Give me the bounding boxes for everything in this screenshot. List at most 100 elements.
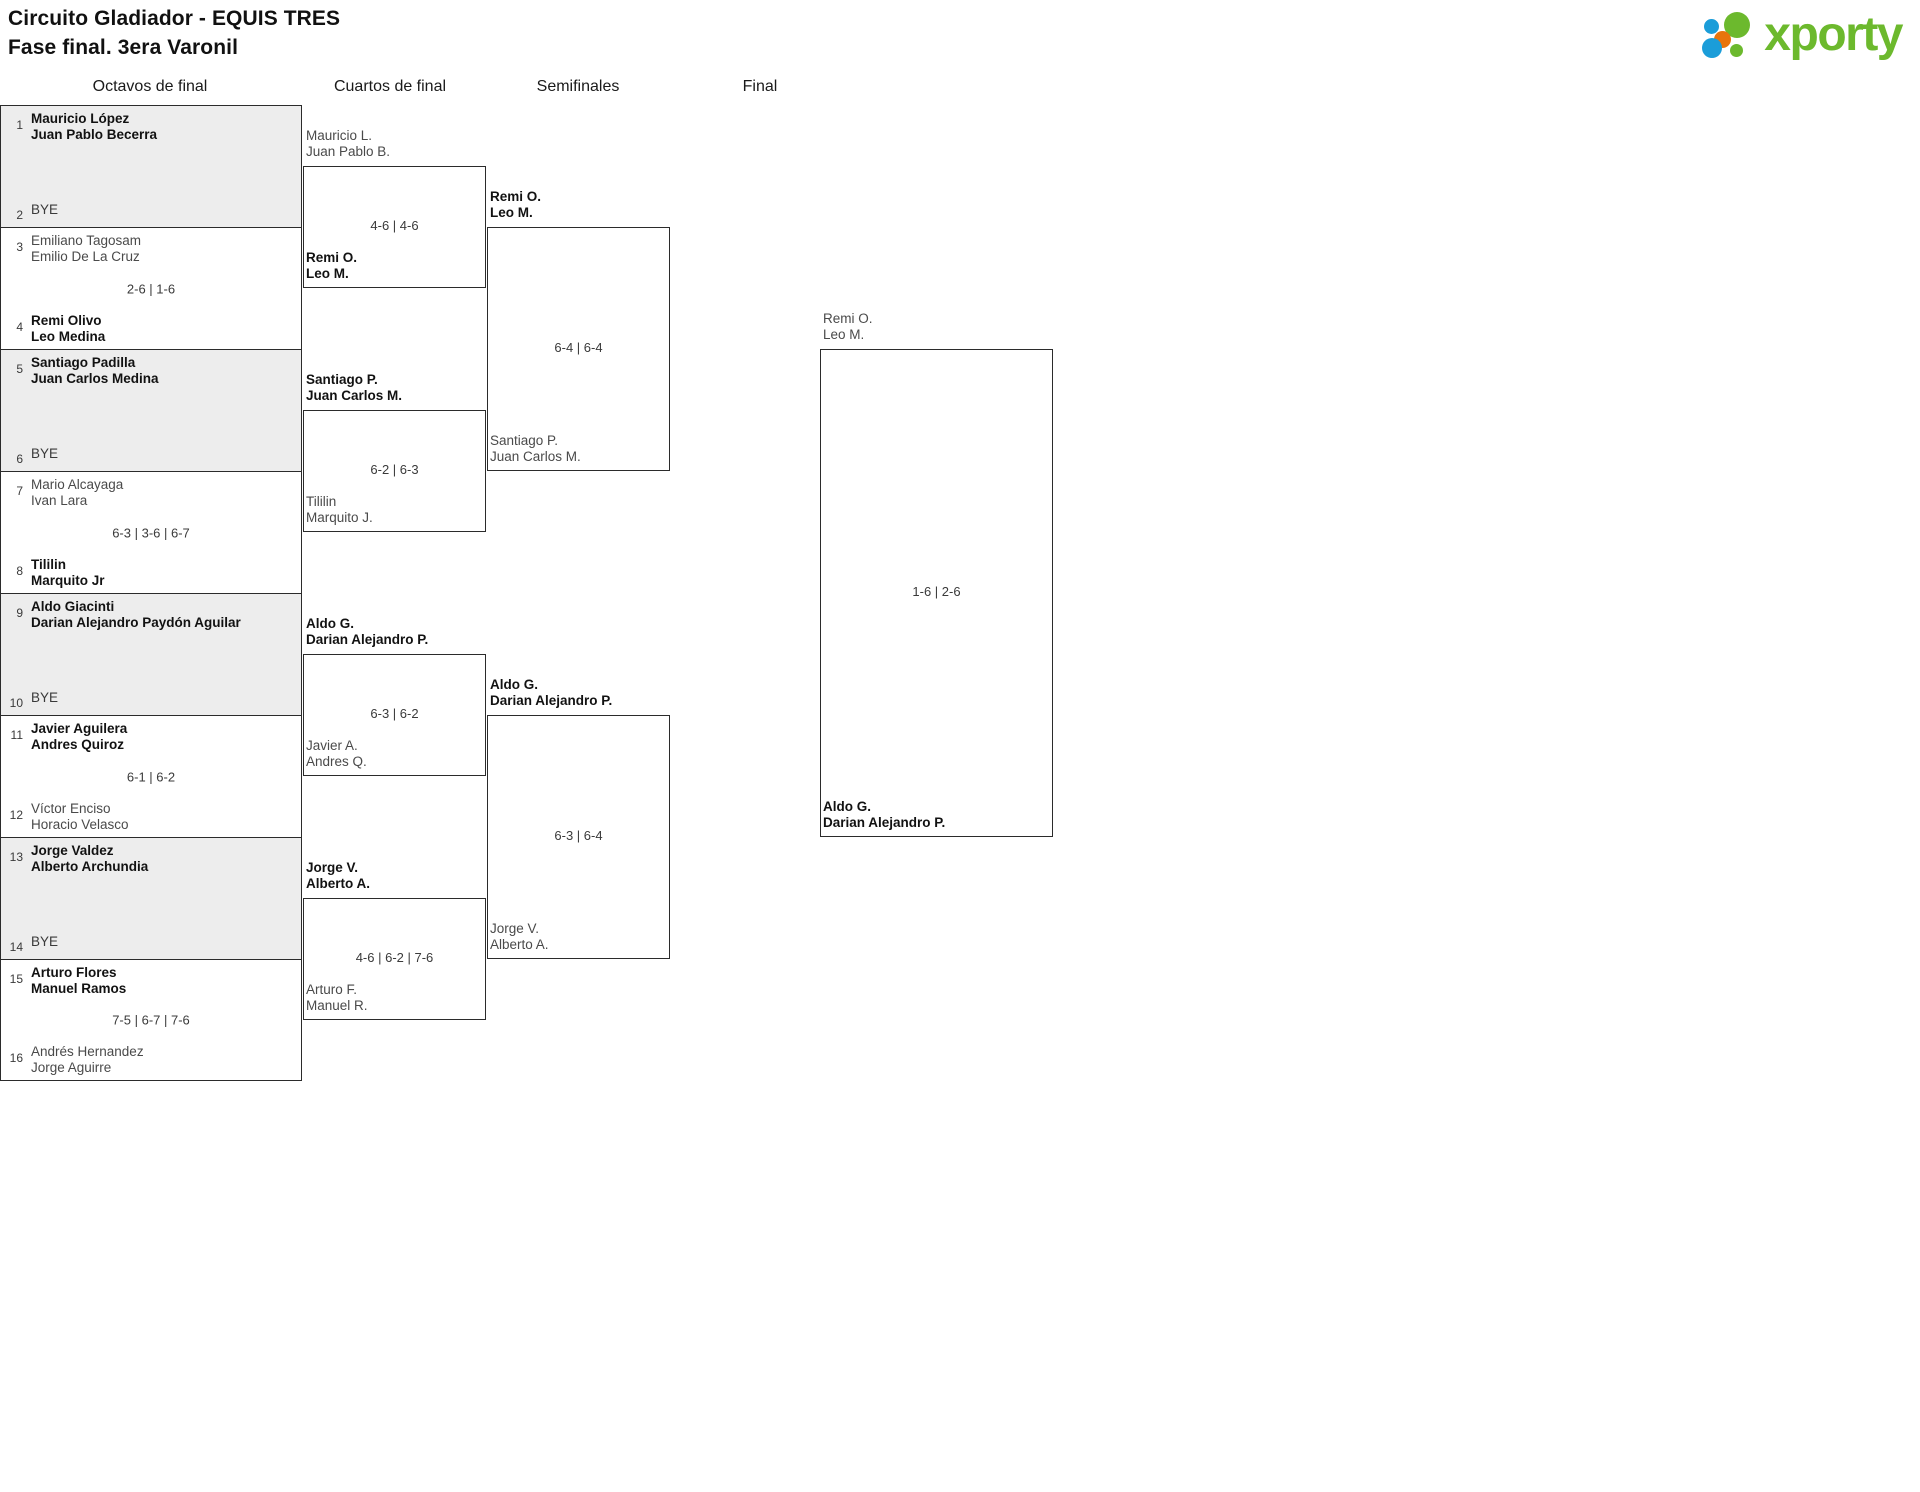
player-name: Remi O. [823,311,873,326]
seed-number: 12 [9,808,23,822]
round2-match[interactable] [303,166,486,288]
competitor-names: Arturo F.Manuel R. [306,982,368,1013]
player-name: Marquito Jr [31,572,105,588]
seed-number: 11 [10,728,23,742]
seed-number: 1 [16,118,23,132]
seed-number: 10 [9,696,23,710]
player-name: Leo M. [823,326,865,342]
player-name: Mauricio L. [306,128,373,143]
round-header-cuartos: Cuartos de final [333,78,447,95]
round4-match[interactable] [820,349,1053,837]
player-name: Juan Carlos M. [490,448,581,464]
seed-number: 5 [16,362,23,376]
competitor-names: Remi O.Leo M. [823,311,873,342]
player-name: Alberto A. [306,875,370,891]
player-name: Juan Carlos M. [306,387,403,403]
player-name: Aldo G. [490,677,538,692]
competitor-names: Aldo G.Darian Alejandro P. [306,616,428,647]
player-name: Santiago P. [306,372,378,387]
player-name: Aldo G. [306,616,354,631]
round2-match[interactable] [303,654,486,776]
match-score: 7-5 | 6-7 | 7-6 [112,1012,190,1028]
round-header-semifinales: Semifinales [536,78,620,95]
player-name: Juan Pablo Becerra [31,126,158,142]
round-header-octavos: Octavos de final [92,78,208,95]
competitor-names: Mauricio L.Juan Pablo B. [306,128,390,159]
player-name: Tililin [306,494,337,509]
player-name: Andrés Hernandez [31,1044,144,1059]
match-score: 2-6 | 1-6 [126,281,176,296]
player-name: Leo Medina [31,328,106,344]
player-name: Víctor Enciso [31,801,111,816]
player-name: Emilio De La Cruz [31,248,140,264]
competitor-names: Javier A.Andres Q. [306,738,367,769]
player-name: Manuel R. [306,997,368,1013]
player-name: Alberto Archundia [31,858,149,874]
competitor-names: Jorge V.Alberto A. [306,860,370,891]
player-name: Jorge V. [306,860,359,875]
competitor-names: Remi O.Leo M. [306,250,357,281]
player-name: Tililin [31,557,67,572]
player-name: Juan Carlos Medina [31,370,159,386]
round2-match[interactable] [303,898,486,1020]
logo-wordmark: xporty [1764,8,1903,61]
player-name: Javier Aguilera [31,721,128,736]
bye-label: BYE [31,202,59,217]
round2-match[interactable] [303,410,486,532]
player-name: Santiago P. [490,433,559,448]
player-name: Darian Alejandro Paydón Aguilar [31,614,241,630]
player-name: Darian Alejandro P. [490,692,613,708]
player-name: Leo M. [490,204,533,220]
tournament-phase: Fase final. 3era Varonil [8,36,239,59]
seed-number: 15 [9,972,23,986]
player-name: Remi O. [306,250,358,265]
match-score: 6-1 | 6-2 [126,769,176,784]
player-name: Arturo F. [306,982,358,997]
player-name: Horacio Velasco [31,816,129,832]
seed-number: 14 [9,940,23,954]
competitor-names: Santiago P.Juan Carlos M. [490,433,581,464]
seed-number: 4 [16,320,23,334]
player-name: Remi O. [490,189,542,204]
round3-match[interactable] [487,715,670,959]
player-name: Mauricio López [31,111,130,126]
player-name: Darian Alejandro P. [306,631,429,647]
player-name: Jorge Valdez [31,843,114,858]
tournament-name: Circuito Gladiador - EQUIS TRES [8,7,341,30]
round3-match[interactable] [487,227,670,471]
page-title: Circuito Gladiador - EQUIS TRES Fase fin… [8,4,340,62]
competitor-names: Aldo G.Darian Alejandro P. [823,799,945,830]
logo-dots-icon [1702,11,1760,59]
player-name: Jorge Aguirre [31,1059,112,1075]
bye-label: BYE [31,690,59,705]
seed-number: 3 [16,240,23,254]
player-name: Marquito J. [306,509,373,525]
match-score: 6-2 | 6-3 [370,462,419,477]
